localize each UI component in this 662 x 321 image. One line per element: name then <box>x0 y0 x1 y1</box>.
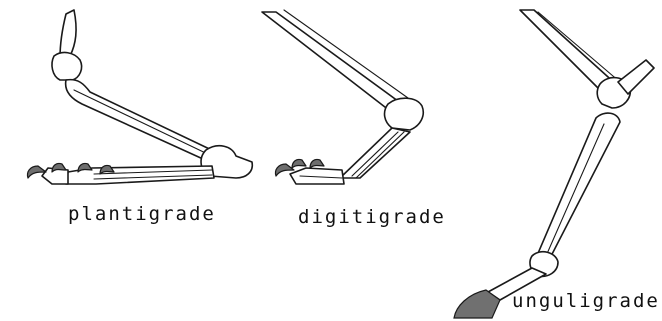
digitigrade-toes <box>290 168 344 184</box>
plantigrade-label: plantigrade <box>68 203 216 225</box>
plantigrade-knee <box>52 53 82 80</box>
digitigrade-metatarsals <box>340 128 410 178</box>
unguligrade-calcaneus <box>618 60 654 94</box>
digitigrade-leg <box>262 10 423 184</box>
unguligrade-leg <box>454 10 654 318</box>
plantigrade-tibia <box>66 80 220 164</box>
plantigrade-leg <box>27 10 252 184</box>
digitigrade-claw <box>310 159 324 168</box>
plantigrade-fibula <box>74 90 216 158</box>
digitigrade-claw <box>292 159 306 168</box>
unguligrade-cannon-bone <box>536 113 620 262</box>
digitigrade-fibula <box>284 10 408 98</box>
unguligrade-label: unguligrade <box>512 290 660 312</box>
digitigrade-label: digitigrade <box>298 206 446 228</box>
digitigrade-ankle <box>385 98 424 130</box>
plantigrade-femur <box>60 10 76 58</box>
digitigrade-tibia <box>262 12 402 114</box>
